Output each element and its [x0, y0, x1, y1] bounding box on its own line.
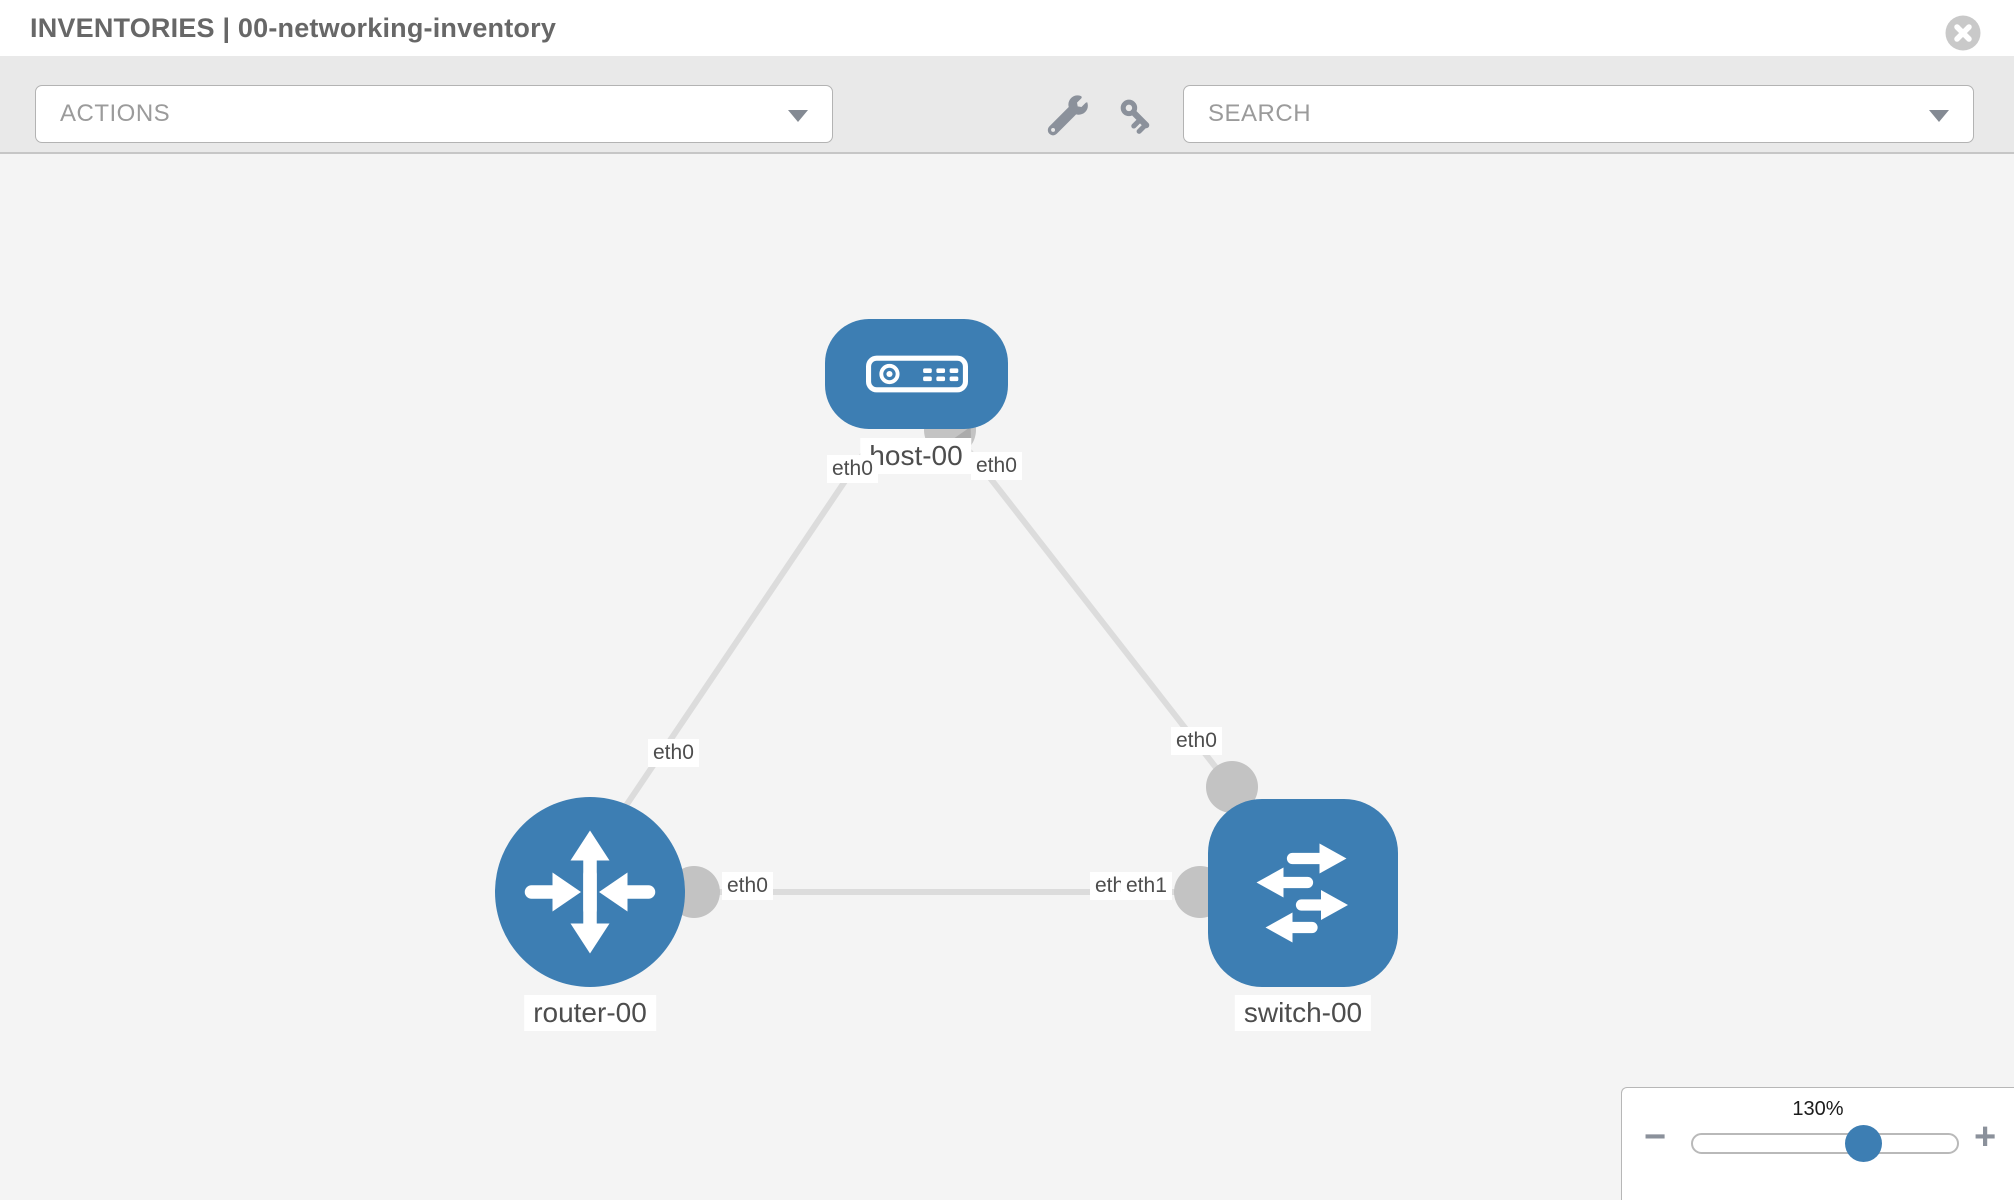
zoom-in-button[interactable]: + [1974, 1116, 1997, 1158]
node-switch-00[interactable] [1208, 799, 1398, 987]
wrench-icon [1047, 95, 1089, 136]
node-label-switch: switch-00 [1234, 995, 1372, 1031]
interface-label-host-left: eth0 [827, 455, 878, 483]
link-lines [590, 440, 1303, 895]
actions-dropdown-label: ACTIONS [60, 100, 171, 127]
switch-arrows-icon [1256, 843, 1348, 943]
node-router-00[interactable] [495, 797, 685, 987]
zoom-slider-thumb[interactable] [1845, 1125, 1882, 1162]
page-title: INVENTORIES | 00-networking-inventory [30, 13, 557, 43]
node-host-00[interactable] [825, 319, 1008, 429]
zoom-out-button[interactable]: − [1644, 1116, 1667, 1158]
interface-label-router-right: eth0 [722, 872, 773, 900]
chevron-down-icon [788, 110, 808, 122]
actions-dropdown[interactable]: ACTIONS [35, 85, 833, 143]
interface-label-switch-front: eth1 [1121, 872, 1172, 900]
header: INVENTORIES | 00-networking-inventory [0, 0, 2014, 56]
interface-label-router-top: eth0 [648, 739, 699, 767]
node-label-router: router-00 [524, 995, 656, 1031]
interface-label-host-right: eth0 [971, 452, 1022, 480]
wrench-button[interactable] [1046, 94, 1090, 138]
zoom-control-panel: 130% − + [1621, 1087, 2014, 1200]
search-dropdown-label: SEARCH [1208, 100, 1312, 127]
interface-label-switch-top: eth0 [1171, 727, 1222, 755]
chevron-down-icon [1929, 110, 1949, 122]
node-label-host: host-00 [860, 438, 972, 474]
search-dropdown[interactable]: SEARCH [1183, 85, 1974, 143]
router-arrows-icon [524, 830, 656, 954]
topology-canvas[interactable]: host-00 router-00 switch-00 eth0 eth0 et… [0, 156, 2014, 1200]
toolbar: ACTIONS SEARCH [0, 56, 2014, 154]
zoom-level-value: 130% [1792, 1098, 1844, 1120]
close-icon [1945, 15, 1981, 51]
close-button[interactable] [1945, 15, 1981, 51]
key-icon [1120, 99, 1150, 134]
host-device-icon [865, 355, 968, 393]
zoom-slider-track[interactable] [1691, 1133, 1959, 1154]
key-button[interactable] [1114, 94, 1158, 138]
